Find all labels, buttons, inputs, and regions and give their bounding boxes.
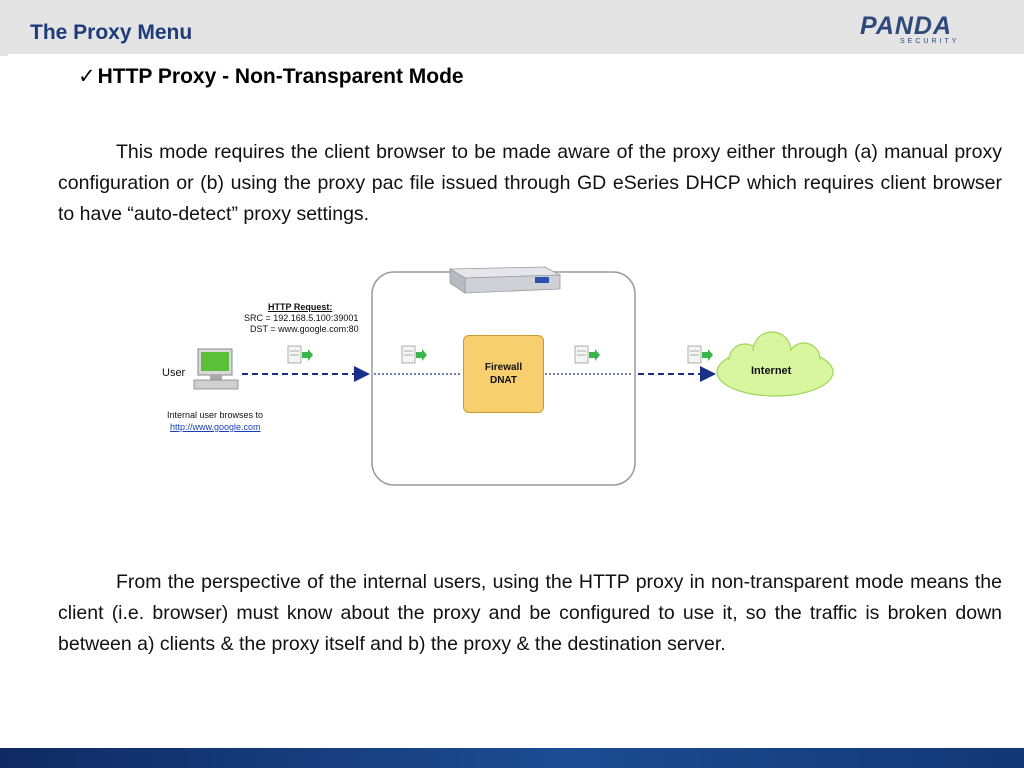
footer-bar [0, 748, 1024, 768]
checkmark-icon: ✓ [78, 64, 96, 88]
panda-logo: PANDA SECURITY [860, 14, 972, 48]
dnat-label: DNAT [489, 375, 518, 386]
browse-note: Internal user browses to [167, 410, 264, 420]
internet-label: Internet [751, 365, 792, 377]
browse-link[interactable]: http://www.google.com [170, 422, 261, 432]
appliance-device-icon [448, 266, 562, 294]
firewall-label: Firewall [484, 362, 523, 373]
proxy-diagram: HTTP Request: SRC = 192.168.5.100:39001 … [150, 255, 850, 495]
packet-icon-3 [574, 345, 600, 364]
section-heading: ✓HTTP Proxy - Non-Transparent Mode [78, 64, 464, 89]
intro-paragraph: This mode requires the client browser to… [58, 141, 1002, 225]
http-request-dst: DST = www.google.com:80 [250, 324, 359, 334]
logo-tagline: SECURITY [900, 38, 960, 45]
packet-icon-2 [401, 345, 427, 364]
slide-title: The Proxy Menu [30, 21, 193, 44]
header-band [0, 0, 1024, 56]
logo-wordmark: PANDA [860, 12, 953, 40]
http-request-title: HTTP Request: [268, 302, 333, 312]
section-heading-text: HTTP Proxy - Non-Transparent Mode [97, 65, 464, 88]
http-request-src: SRC = 192.168.5.100:39001 [244, 313, 359, 323]
packet-icon-1 [287, 345, 313, 364]
firewall-dnat-box: Firewall DNAT [463, 335, 544, 413]
packet-icon-4 [687, 345, 713, 364]
conclusion-paragraph: From the perspective of the internal use… [58, 571, 1002, 655]
user-computer-icon [193, 348, 239, 390]
internet-cloud-icon [716, 331, 834, 397]
user-label: User [162, 367, 186, 379]
